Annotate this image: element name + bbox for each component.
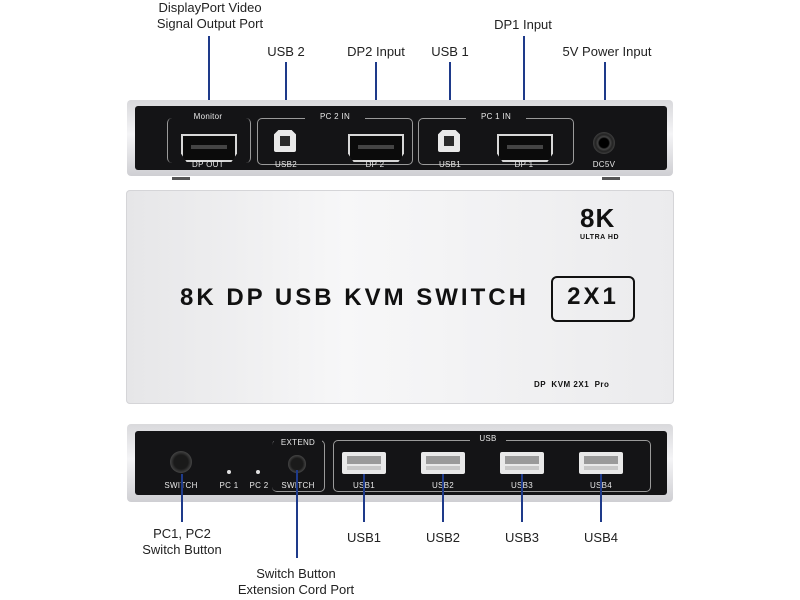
dp-out-label: DP OUT: [192, 160, 224, 169]
callout-dp-video-out-line1: DisplayPort Video: [158, 0, 262, 15]
usb2-b-port[interactable]: [274, 130, 296, 152]
top-face: [126, 190, 674, 404]
callout-line-usb2: [442, 474, 444, 522]
pc-switch-button[interactable]: [170, 451, 192, 473]
callout-line-usb1: [449, 62, 451, 132]
front-panel-face: [135, 431, 667, 495]
callout-switch-button-line2: Switch Button: [142, 542, 222, 557]
rear-foot-right: [602, 177, 620, 180]
pc1-in-label: PC 1 IN: [466, 112, 526, 121]
monitor-label: Monitor: [193, 112, 223, 121]
callout-extension-port-line2: Extension Cord Port: [237, 582, 355, 597]
badge-ultra-hd: ULTRA HD: [580, 234, 619, 241]
callout-line-dp1: [523, 36, 525, 146]
dp1-label: DP 1: [514, 160, 534, 169]
usb2-label: USB2: [274, 160, 298, 169]
dp-out-port[interactable]: [181, 134, 237, 162]
rear-foot-left: [172, 177, 190, 180]
callout-usb-a-1: USB1: [347, 530, 381, 545]
dp2-port[interactable]: [348, 134, 404, 162]
monitor-group-outline: [167, 118, 251, 163]
dc5v-label: DC5V: [592, 160, 616, 169]
callout-usb-a-2: USB2: [426, 530, 460, 545]
usb-group-label: USB: [470, 434, 506, 443]
callout-usb-a-4: USB4: [584, 530, 618, 545]
switch-label: SWITCH: [156, 481, 206, 490]
callout-usb1: USB 1: [431, 44, 469, 59]
extend-label: EXTEND: [274, 438, 322, 447]
callout-line-switch-button: [181, 474, 183, 522]
pc1-label: PC 1: [219, 481, 239, 490]
title-box: [551, 276, 635, 322]
dc5v-jack[interactable]: [593, 132, 615, 154]
product-title: 8K DP USB KVM SWITCH: [180, 284, 529, 311]
callout-dp-video-out-line2: Signal Output Port: [156, 16, 264, 31]
dp1-port[interactable]: [497, 134, 553, 162]
usb4-a-port[interactable]: [579, 452, 623, 474]
callout-dp-video-out: DisplayPort Video Signal Output Port: [150, 0, 270, 32]
pc1-led: [227, 470, 231, 474]
callout-dp1-input: DP1 Input: [494, 17, 552, 32]
usb1-b-port[interactable]: [438, 130, 460, 152]
extension-jack[interactable]: [288, 455, 306, 473]
model-text: DP KVM 2X1 Pro: [534, 380, 610, 389]
title-box-text: 2X1: [567, 283, 619, 310]
dp2-label: DP 2: [365, 160, 385, 169]
callout-line-extension: [296, 470, 298, 558]
pc2-label: PC 2: [249, 481, 269, 490]
usb2-a-port[interactable]: [421, 452, 465, 474]
pc2-led: [256, 470, 260, 474]
callout-extension-port-line1: Switch Button: [256, 566, 336, 581]
callout-line-usb2: [285, 62, 287, 132]
callout-power-input: 5V Power Input: [562, 44, 652, 59]
callout-usb2: USB 2: [267, 44, 305, 59]
callout-line-usb1: [363, 474, 365, 522]
callout-switch-button: PC1, PC2 Switch Button: [130, 526, 234, 558]
badge-8k: 8K: [580, 203, 616, 233]
usb1-a-port[interactable]: [342, 452, 386, 474]
callout-extension-port: Switch Button Extension Cord Port: [226, 566, 366, 598]
callout-switch-button-line1: PC1, PC2: [153, 526, 211, 541]
callout-line-usb4: [600, 474, 602, 522]
callout-dp2-input: DP2 Input: [347, 44, 405, 59]
pc2-in-label: PC 2 IN: [305, 112, 365, 121]
callout-line-usb3: [521, 474, 523, 522]
extend-switch-label: SWITCH: [272, 481, 324, 490]
usb1-label: USB1: [438, 160, 462, 169]
callout-usb-a-3: USB3: [505, 530, 539, 545]
usb3-a-port[interactable]: [500, 452, 544, 474]
callout-line-dp-out: [208, 36, 210, 146]
